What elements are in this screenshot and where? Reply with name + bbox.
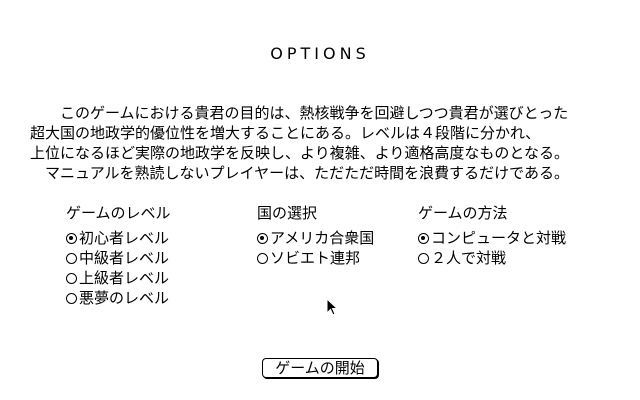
level-option-advanced[interactable]: 上級者レベル (66, 268, 171, 288)
radio-icon[interactable] (418, 252, 429, 264)
description-line: このゲームにおける貴君の目的は、熱核戦争を回避しつつ貴君が選びとった (30, 104, 569, 122)
radio-icon[interactable] (257, 232, 268, 244)
country-heading: 国の選択 (257, 204, 318, 222)
option-label: 上級者レベル (79, 269, 170, 287)
level-heading: ゲームのレベル (66, 204, 171, 222)
description-line: マニュアルを熟読しないプレイヤーは、ただただ時間を浪費するだけである。 (30, 164, 569, 182)
level-option-nightmare[interactable]: 悪夢のレベル (66, 288, 171, 308)
page-title: OPTIONS (270, 44, 370, 63)
option-label: 中級者レベル (79, 249, 170, 267)
description-line: 超大国の地政学的優位性を増大することにある。レベルは４段階に分かれ、 (30, 124, 541, 142)
radio-icon[interactable] (418, 232, 429, 244)
country-option-ussr[interactable]: ソビエト連邦 (257, 248, 374, 268)
radio-icon[interactable] (66, 292, 77, 304)
radio-icon[interactable] (66, 272, 77, 284)
option-label: コンピュータと対戦 (431, 229, 567, 247)
description-text: このゲームにおける貴君の目的は、熱核戦争を回避しつつ貴君が選びとった 超大国の地… (30, 103, 620, 183)
option-label: 悪夢のレベル (79, 289, 170, 307)
level-option-intermediate[interactable]: 中級者レベル (66, 248, 171, 268)
mode-option-vs-computer[interactable]: コンピュータと対戦 (418, 228, 566, 248)
radio-icon[interactable] (257, 252, 268, 264)
option-label: 初心者レベル (79, 229, 170, 247)
mode-option-two-player[interactable]: ２人で対戦 (418, 248, 566, 268)
arrow-cursor-icon (326, 298, 338, 316)
level-option-beginner[interactable]: 初心者レベル (66, 228, 171, 248)
description-line: 上位になるほど実際の地政学を反映し、より複雑、より適格高度なものとなる。 (30, 144, 569, 162)
country-group: 国の選択 アメリカ合衆国 ソビエト連邦 (257, 202, 374, 268)
mode-group: ゲームの方法 コンピュータと対戦 ２人で対戦 (418, 202, 566, 268)
mode-heading: ゲームの方法 (418, 204, 508, 222)
level-group: ゲームのレベル 初心者レベル 中級者レベル 上級者レベル 悪夢のレベル (66, 202, 171, 308)
option-label: ソビエト連邦 (270, 249, 361, 267)
radio-icon[interactable] (66, 232, 77, 244)
country-option-usa[interactable]: アメリカ合衆国 (257, 228, 374, 248)
start-game-button[interactable]: ゲームの開始 (262, 358, 378, 378)
radio-icon[interactable] (66, 252, 77, 264)
option-label: アメリカ合衆国 (270, 229, 375, 247)
option-label: ２人で対戦 (431, 249, 507, 267)
